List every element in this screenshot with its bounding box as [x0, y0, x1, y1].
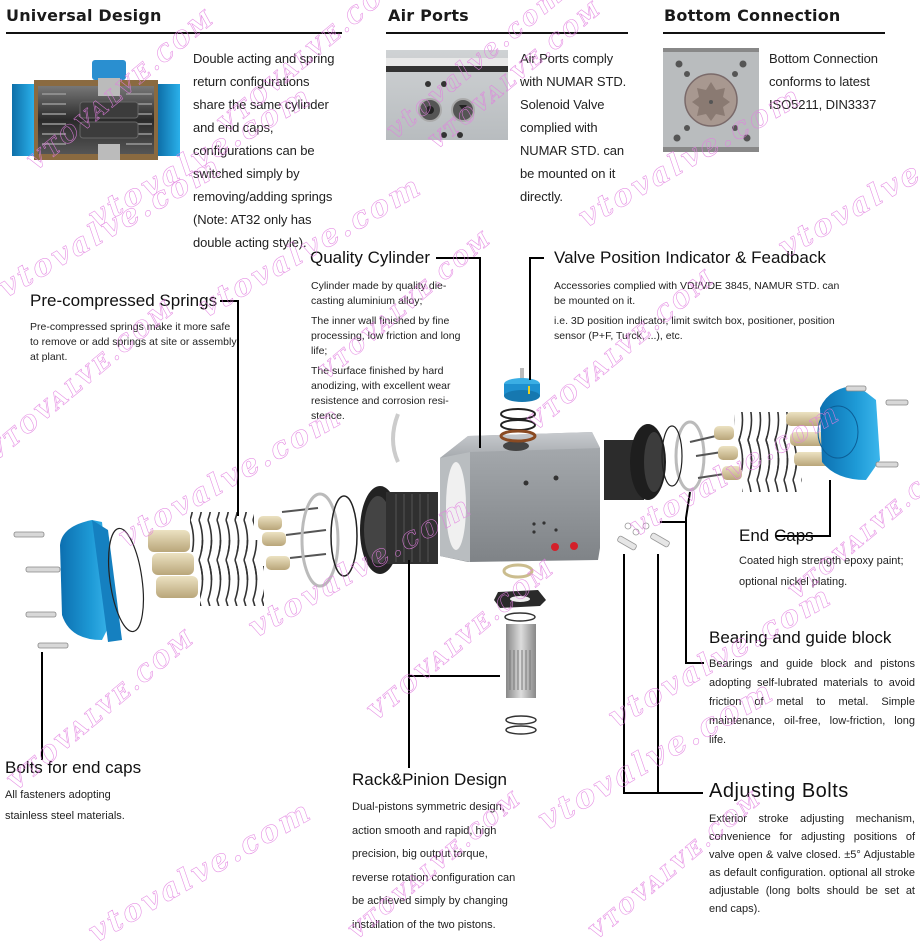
aluminium-cylinder-body: [440, 432, 600, 562]
rack-pinion-title: Rack&Pinion Design: [352, 770, 507, 790]
end-caps-description: Coated high strength epoxy paint; option…: [739, 551, 919, 593]
adjusting-bolts-title: Adjusting Bolts: [709, 780, 849, 803]
rack-pinion-description: Dual-pistons symmetric design, action sm…: [352, 796, 552, 937]
text-line: optional nickel plating.: [739, 572, 919, 593]
text-line: installation of the two pistons.: [352, 914, 552, 938]
paragraph: Accessories complied with VDI/VDE 3845, …: [554, 279, 844, 309]
quality-cylinder-description: Cylinder made by quality die-casting alu…: [311, 279, 471, 429]
bearing-guide-title: Bearing and guide block: [709, 628, 891, 648]
adjusting-bolts: [617, 523, 670, 551]
right-end-cap: [818, 386, 880, 480]
paragraph: The inner wall finished by fine processi…: [311, 314, 471, 359]
text-line: action smooth and rapid, high: [352, 820, 552, 844]
pre-compressed-springs-description: Pre-compressed springs make it more safe…: [30, 320, 238, 365]
valve-position-title: Valve Position Indicator & Feadback: [554, 248, 826, 268]
bolts-end-caps-title: Bolts for end caps: [5, 758, 141, 778]
text-line: reverse rotation configuration can: [352, 867, 552, 891]
left-bolts: [14, 532, 68, 648]
quality-cylinder-title: Quality Cylinder: [310, 248, 430, 268]
left-end-cap: [60, 520, 122, 642]
bolts-end-caps-description: All fasteners adopting stainless steel m…: [5, 785, 185, 827]
text-line: be achieved simply by changing: [352, 890, 552, 914]
paragraph: Cylinder made by quality die-casting alu…: [311, 279, 471, 309]
pinion-shaft: [494, 565, 546, 734]
text-line: Coated high strength epoxy paint;: [739, 551, 919, 572]
right-piston: [604, 424, 666, 500]
paragraph: The surface finished by hard anodizing, …: [311, 364, 471, 424]
end-caps-title: End Caps: [739, 526, 814, 546]
valve-position-description: Accessories complied with VDI/VDE 3845, …: [554, 279, 844, 349]
right-spring-cartridges: [714, 412, 830, 492]
text-line: precision, big output torque,: [352, 843, 552, 867]
position-indicator: [501, 368, 540, 441]
text-line: stainless steel materials.: [5, 806, 185, 827]
left-piston: [360, 486, 438, 574]
text-line: Dual-pistons symmetric design,: [352, 796, 552, 820]
paragraph: i.e. 3D position indicator, limit switch…: [554, 314, 844, 344]
text-line: All fasteners adopting: [5, 785, 185, 806]
left-spring-cartridges: [148, 512, 290, 606]
pre-compressed-springs-title: Pre-compressed Springs: [30, 291, 217, 311]
bearing-guide-description: Bearings and guide block and pistons ado…: [709, 655, 915, 750]
adjusting-bolts-description: Exterior stroke adjusting mechanism, con…: [709, 810, 915, 918]
